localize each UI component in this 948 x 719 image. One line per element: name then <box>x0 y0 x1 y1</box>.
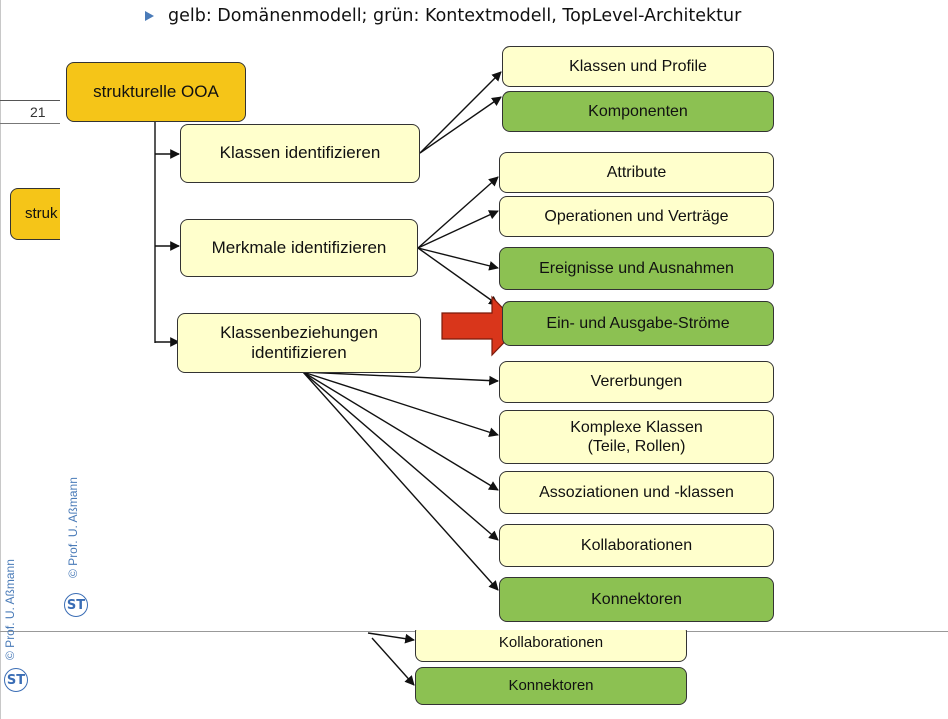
bg-box-kollaborationen: Kollaborationen <box>415 624 687 662</box>
bg-st-logo: ST <box>4 668 28 692</box>
result-komplexe-klassen: Komplexe Klassen (Teile, Rollen) <box>499 410 774 464</box>
result-vererbungen: Vererbungen <box>499 361 774 403</box>
bullet-marker-icon <box>145 11 154 21</box>
bg-partial-root-label: struk <box>25 205 58 222</box>
result-assoziationen-und-klassen: Assoziationen und -klassen <box>499 471 774 514</box>
task-klassenbeziehungen-identifizieren: Klassenbeziehungen identifizieren <box>177 313 421 373</box>
result-komponenten: Komponenten <box>502 91 774 132</box>
root-box: strukturelle OOA <box>66 62 246 122</box>
result-klassen-und-profile: Klassen und Profile <box>502 46 774 87</box>
bullet-text: gelb: Domänenmodell; grün: Kontextmodell… <box>168 6 742 26</box>
result-attribute: Attribute <box>499 152 774 193</box>
bg-horizontal-rule <box>0 100 60 101</box>
bg-header-rule <box>0 123 60 124</box>
footer-text: © Prof. U. Aßmann <box>66 477 80 578</box>
root-label: strukturelle OOA <box>93 81 219 101</box>
bullet-line: gelb: Domänenmodell; grün: Kontextmodell… <box>145 6 741 26</box>
bg-box-konnektoren: Konnektoren <box>415 667 687 705</box>
task-klassen-identifizieren: Klassen identifizieren <box>180 124 420 183</box>
st-logo-icon: ST <box>64 593 88 617</box>
task-merkmale-identifizieren: Merkmale identifizieren <box>180 219 418 277</box>
result-kollaborationen: Kollaborationen <box>499 524 774 567</box>
bg-left-rule <box>0 0 1 719</box>
result-ein-und-ausgabe-stroeme: Ein- und Ausgabe-Ströme <box>502 301 774 346</box>
bg-page-number: 21 <box>30 104 46 120</box>
result-ereignisse-und-ausnahmen: Ereignisse und Ausnahmen <box>499 247 774 290</box>
result-operationen-und-vertraege: Operationen und Verträge <box>499 196 774 237</box>
result-konnektoren: Konnektoren <box>499 577 774 622</box>
